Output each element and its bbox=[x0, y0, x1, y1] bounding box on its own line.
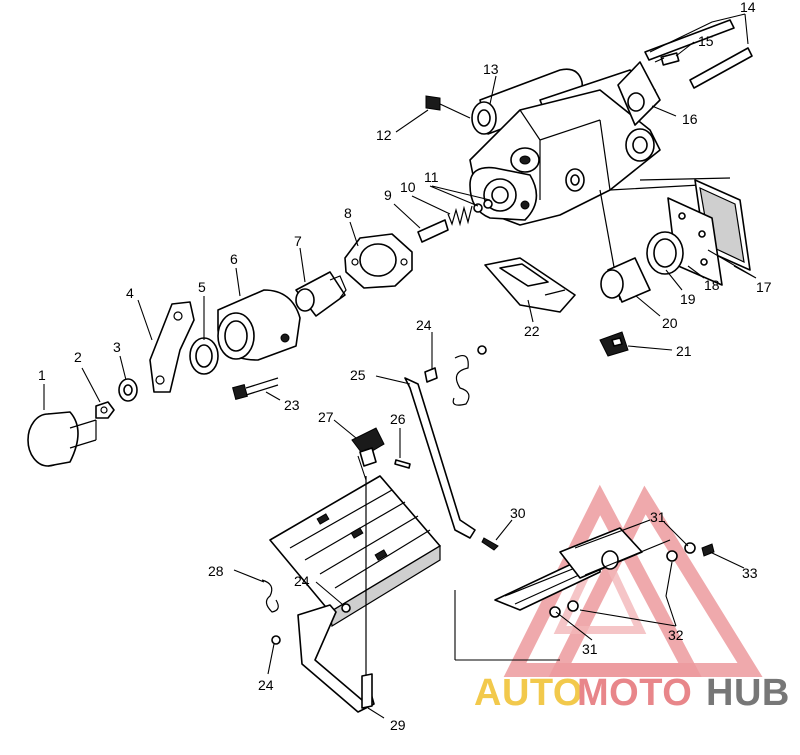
callout-6: 6 bbox=[230, 251, 238, 267]
callout-22: 22 bbox=[524, 323, 540, 339]
callout-23: 23 bbox=[284, 397, 300, 413]
callout-12: 12 bbox=[376, 127, 392, 143]
watermark-auto: AUTO bbox=[474, 672, 583, 714]
callout-15: 15 bbox=[698, 33, 714, 49]
clip-21 bbox=[599, 331, 629, 357]
callout-28: 28 bbox=[208, 563, 224, 579]
screw-15 bbox=[654, 52, 680, 66]
piston-body-7 bbox=[295, 271, 347, 317]
callout-17: 17 bbox=[756, 279, 772, 295]
knob-1 bbox=[27, 411, 97, 467]
watermark-hub: HUB bbox=[706, 672, 790, 714]
brake-pedal bbox=[494, 519, 671, 611]
callout-25: 25 bbox=[350, 367, 366, 383]
washer-24-lower bbox=[271, 603, 351, 645]
bracket-22 bbox=[484, 257, 576, 313]
callout-2: 2 bbox=[74, 349, 82, 365]
adjuster-knob-27 bbox=[351, 427, 385, 467]
leader-lines bbox=[43, 13, 757, 719]
callout-14: 14 bbox=[740, 0, 756, 15]
callout-33: 33 bbox=[742, 565, 758, 581]
return-spring bbox=[452, 355, 470, 406]
callout-10: 10 bbox=[400, 179, 416, 195]
callout-20: 20 bbox=[662, 315, 678, 331]
callout-18: 18 bbox=[704, 277, 720, 293]
callout-21: 21 bbox=[676, 343, 692, 359]
callout-8: 8 bbox=[344, 205, 352, 221]
bushings-31-32 bbox=[549, 542, 715, 618]
pedal-rod-29 bbox=[297, 604, 375, 713]
callout-30: 30 bbox=[510, 505, 526, 521]
bracket-plate-16 bbox=[617, 61, 661, 126]
callout-24-mid: 24 bbox=[294, 573, 310, 589]
callout-5: 5 bbox=[198, 279, 206, 295]
watermark-text: AUTO MOTO HUB bbox=[474, 672, 790, 714]
callout-11: 11 bbox=[424, 169, 439, 185]
callout-31-top: 31 bbox=[650, 509, 666, 525]
pin-9 bbox=[417, 219, 449, 243]
piston-seal-19 bbox=[646, 231, 684, 275]
cap-6 bbox=[217, 289, 301, 361]
callout-24-top: 24 bbox=[416, 317, 432, 333]
watermark-moto: MOTO bbox=[577, 672, 692, 714]
bleeder-screw-12 bbox=[425, 95, 471, 119]
lever-plate-4 bbox=[149, 301, 195, 393]
callout-26: 26 bbox=[390, 411, 406, 427]
callout-9: 9 bbox=[384, 187, 392, 203]
callout-27: 27 bbox=[318, 409, 334, 425]
piston-20 bbox=[600, 257, 651, 303]
washer-3 bbox=[118, 378, 138, 402]
bolt-23 bbox=[232, 377, 279, 400]
spring-28 bbox=[261, 579, 279, 613]
callout-32: 32 bbox=[668, 627, 684, 643]
seal-5 bbox=[189, 337, 219, 375]
callout-31-bottom: 31 bbox=[582, 641, 598, 657]
gasket-8 bbox=[344, 233, 413, 289]
callout-7: 7 bbox=[294, 233, 302, 249]
callout-numbers: 1 2 3 4 5 6 7 8 9 10 11 12 13 14 15 16 1… bbox=[38, 0, 772, 733]
clip-24-top bbox=[424, 345, 487, 383]
callout-1: 1 bbox=[38, 367, 46, 383]
callout-13: 13 bbox=[483, 61, 499, 77]
callout-29: 29 bbox=[390, 717, 406, 733]
callout-3: 3 bbox=[113, 339, 121, 355]
pin-30 bbox=[481, 537, 499, 551]
pin-26 bbox=[394, 459, 411, 469]
callout-24-lower: 24 bbox=[258, 677, 274, 693]
callout-16: 16 bbox=[682, 111, 698, 127]
callout-4: 4 bbox=[126, 285, 134, 301]
footrest-grate bbox=[269, 475, 441, 680]
spring-10 bbox=[447, 205, 473, 227]
nut-2 bbox=[95, 401, 115, 419]
callout-19: 19 bbox=[680, 291, 696, 307]
pins-14 bbox=[644, 19, 753, 89]
brake-pads-17 bbox=[667, 179, 751, 286]
brake-rod-25 bbox=[404, 377, 476, 539]
